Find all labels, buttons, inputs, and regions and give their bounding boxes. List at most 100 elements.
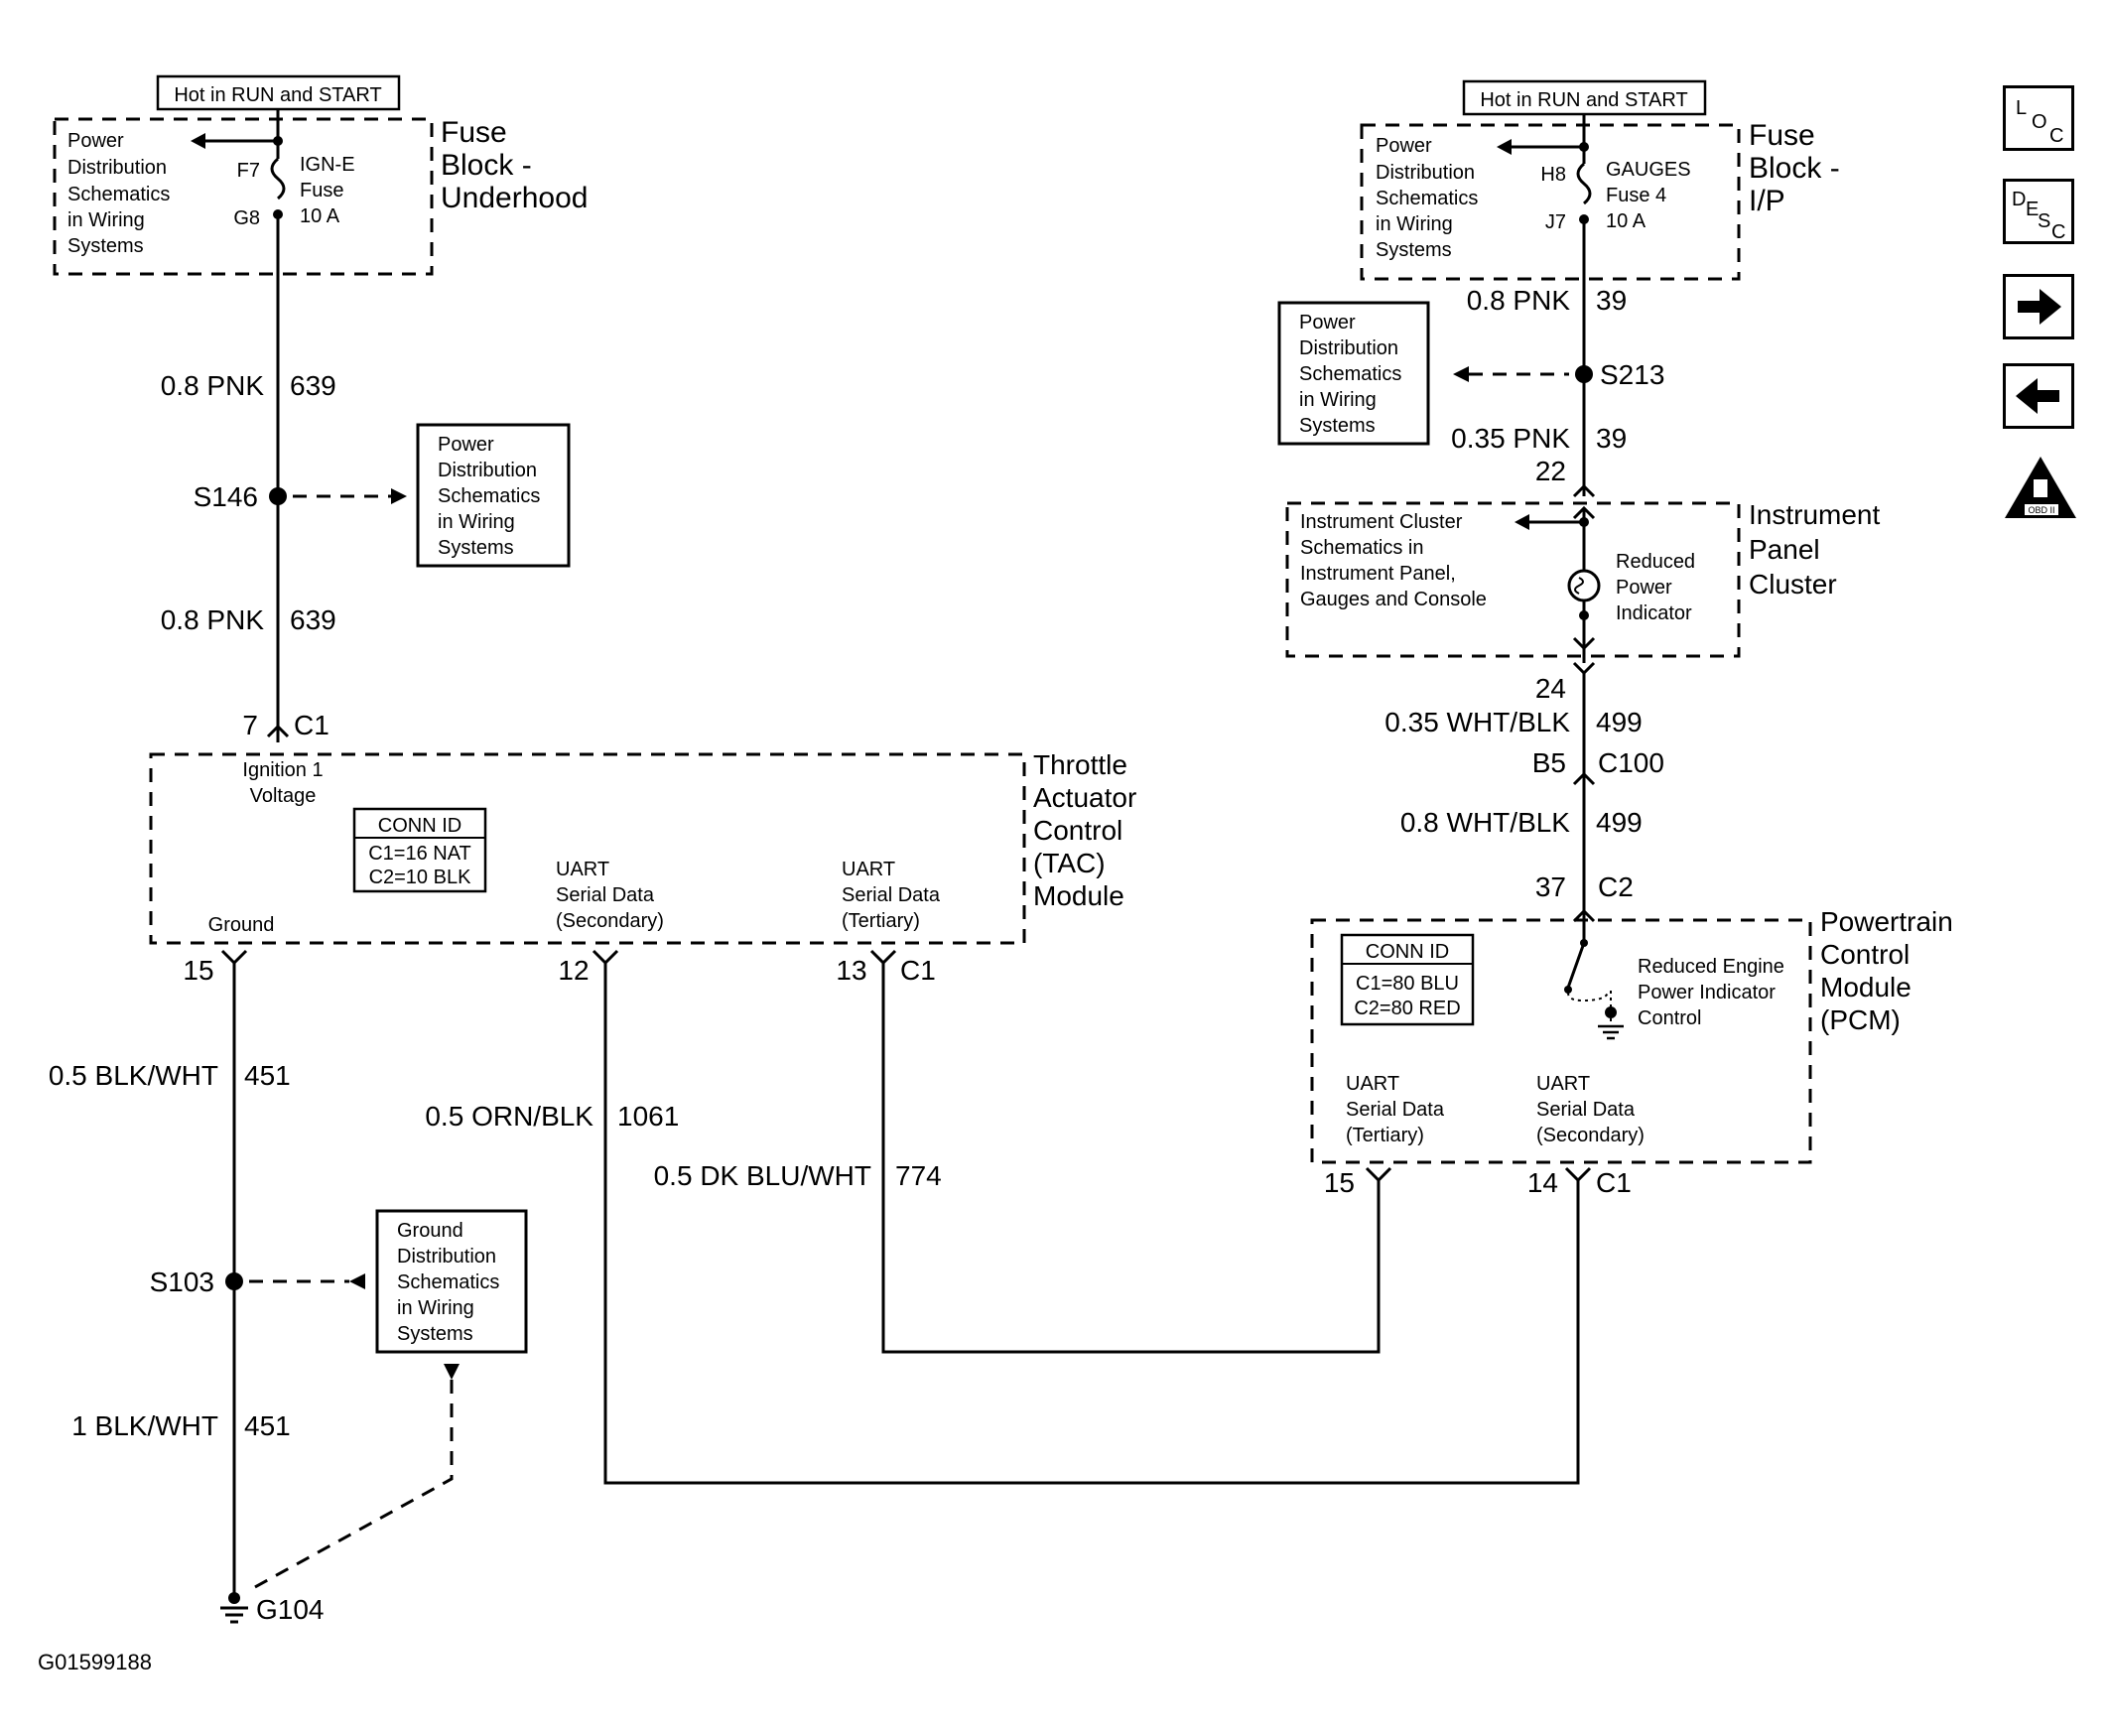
s103-ref-2: Distribution <box>397 1246 496 1268</box>
previous-button[interactable] <box>2003 363 2074 429</box>
wire-39a-gauge: 0.8 PNK <box>1467 285 1571 316</box>
wire-774 <box>881 963 1381 1354</box>
connector-c2-icon <box>1572 908 1596 923</box>
svg-text:E: E <box>2026 199 2039 220</box>
cluster-ref-1: Instrument Cluster <box>1300 511 1463 533</box>
splice-s213: S213 <box>1600 359 1664 390</box>
ignition-label-2: Voltage <box>250 785 317 807</box>
tac-title-5: Module <box>1033 880 1124 911</box>
ignition-label-1: Ignition 1 <box>242 759 323 781</box>
hot-in-run-label: Hot in RUN and START <box>174 84 381 106</box>
splice-s103: S103 <box>150 1267 214 1297</box>
pcm-title-1: Powertrain <box>1820 906 1953 937</box>
desc-icon: D E S C <box>2012 189 2065 241</box>
fuse-icon <box>270 157 286 200</box>
tac-pin-12-icon <box>592 949 619 966</box>
tac-pin-13: 13 <box>836 955 866 986</box>
conn-c100-pin: B5 <box>1532 747 1566 778</box>
fuse-icon <box>1576 162 1592 205</box>
power-ref-line-5: Systems <box>67 235 144 257</box>
arrow-left-icon <box>191 133 205 149</box>
svg-text:O: O <box>2032 111 2047 133</box>
cluster-title-1: Instrument <box>1749 499 1880 530</box>
power-ref-box-s213 <box>1277 301 1430 446</box>
wire-774-gauge: 0.5 DK BLU/WHT <box>654 1160 871 1191</box>
pcm-uart-sec-3: (Secondary) <box>1536 1125 1645 1146</box>
s213-ref-5: Systems <box>1299 415 1376 437</box>
fuse-block-ip-outline <box>1360 123 1741 281</box>
ip-fuse-label-3: 10 A <box>1606 210 1647 232</box>
tac-uart-sec-3: (Secondary) <box>556 910 664 932</box>
ground-g104: G104 <box>256 1594 325 1625</box>
pcm-pin-14: 14 <box>1527 1167 1558 1198</box>
tac-module-outline <box>149 752 1026 945</box>
power-ref-line-3: Schematics <box>67 184 170 205</box>
wire-451b-gauge: 1 BLK/WHT <box>71 1410 218 1441</box>
s146-ref-2: Distribution <box>438 460 537 481</box>
wire-499b-circuit: 499 <box>1596 807 1643 838</box>
pcm-conn-id-header: CONN ID <box>1366 941 1449 963</box>
ip-fuse-title-1: Fuse <box>1749 119 1815 152</box>
fuse-block-title-2: Block - <box>441 149 532 182</box>
connector-pin-22-icon <box>1572 483 1596 498</box>
pin-g8: G8 <box>233 207 260 229</box>
wire-451a-circuit: 451 <box>244 1060 291 1091</box>
ip-fuse-label-1: GAUGES <box>1606 159 1691 181</box>
fuse-block-ip: Hot in RUN and START Power Distribution … <box>1360 79 1840 281</box>
tac-pin-12: 12 <box>558 955 589 986</box>
pcm-title-3: Module <box>1820 972 1911 1002</box>
tac-uart-ter-3: (Tertiary) <box>842 910 920 932</box>
cluster-ref-3: Instrument Panel, <box>1300 563 1456 585</box>
tac-uart-sec-2: Serial Data <box>556 884 655 906</box>
splice-s146-dot <box>269 487 287 505</box>
ip-power-ref-2: Distribution <box>1376 162 1475 184</box>
tac-pin-13-icon <box>869 949 897 966</box>
ip-power-ref-4: in Wiring <box>1376 213 1453 235</box>
pcm-uart-ter-1: UART <box>1346 1073 1399 1095</box>
obd-ii-button[interactable]: OBD II <box>2001 453 2080 522</box>
arrow-right-icon <box>2018 289 2061 325</box>
pin-h8: H8 <box>1540 164 1566 186</box>
pin-j7: J7 <box>1545 211 1566 233</box>
wire-451b-circuit: 451 <box>244 1410 291 1441</box>
pcm-pin-15: 15 <box>1324 1167 1355 1198</box>
fuse-block-underhood: Hot in RUN and START Power Distribution … <box>53 74 588 276</box>
wire-499a-gauge: 0.35 WHT/BLK <box>1384 707 1570 737</box>
ground-ref-box-s103 <box>375 1209 528 1354</box>
wire-639a-gauge: 0.8 PNK <box>161 370 265 401</box>
cluster-ref-2: Schematics in <box>1300 537 1424 559</box>
circuit-639: 0.8 PNK 639 S146 Power Distribution Sche… <box>161 214 571 742</box>
hot-in-run-label-box <box>1462 79 1707 116</box>
s213-ref-3: Schematics <box>1299 363 1401 385</box>
locator-button[interactable]: L O C <box>2003 85 2074 151</box>
fuse-block-underhood-outline <box>53 117 434 276</box>
description-button[interactable]: D E S C <box>2003 179 2074 244</box>
svg-text:D: D <box>2012 189 2026 210</box>
tac-uart-ter-2: Serial Data <box>842 884 941 906</box>
wire-499b-gauge: 0.8 WHT/BLK <box>1400 807 1570 838</box>
wire-639b-circuit: 639 <box>290 604 336 635</box>
power-ref-box-s146 <box>416 423 571 568</box>
fuse-label-2: Fuse <box>300 180 343 201</box>
ip-power-ref-1: Power <box>1376 135 1432 157</box>
pcm-pin-14-icon <box>1564 1166 1592 1183</box>
indicator-label-2: Power <box>1616 577 1672 599</box>
tac-conn-id-c2: C2=10 BLK <box>369 867 472 888</box>
svg-text:OBD II: OBD II <box>2028 505 2054 515</box>
hot-in-run-label: Hot in RUN and START <box>1480 89 1687 111</box>
ip-fuse-label-2: Fuse 4 <box>1606 185 1666 206</box>
next-button[interactable] <box>2003 274 2074 339</box>
wire-639a-circuit: 639 <box>290 370 336 401</box>
wire-39b-circuit: 39 <box>1596 423 1627 454</box>
connector-c1-top-icon <box>266 724 290 738</box>
tac-uart-ter-1: UART <box>842 859 895 880</box>
switch-icon <box>1566 942 1586 989</box>
cluster-title-2: Panel <box>1749 534 1820 565</box>
indicator-label-1: Reduced <box>1616 551 1695 573</box>
circuit-451: 0.5 BLK/WHT 451 S103 Ground Distribution… <box>49 963 528 1625</box>
fuse-label-3: 10 A <box>300 205 340 227</box>
conn-c100: C100 <box>1598 747 1664 778</box>
wire-39a-circuit: 39 <box>1596 285 1627 316</box>
pcm-conn-c1: C1 <box>1596 1167 1632 1198</box>
pcm-pin-15-icon <box>1365 1166 1392 1183</box>
